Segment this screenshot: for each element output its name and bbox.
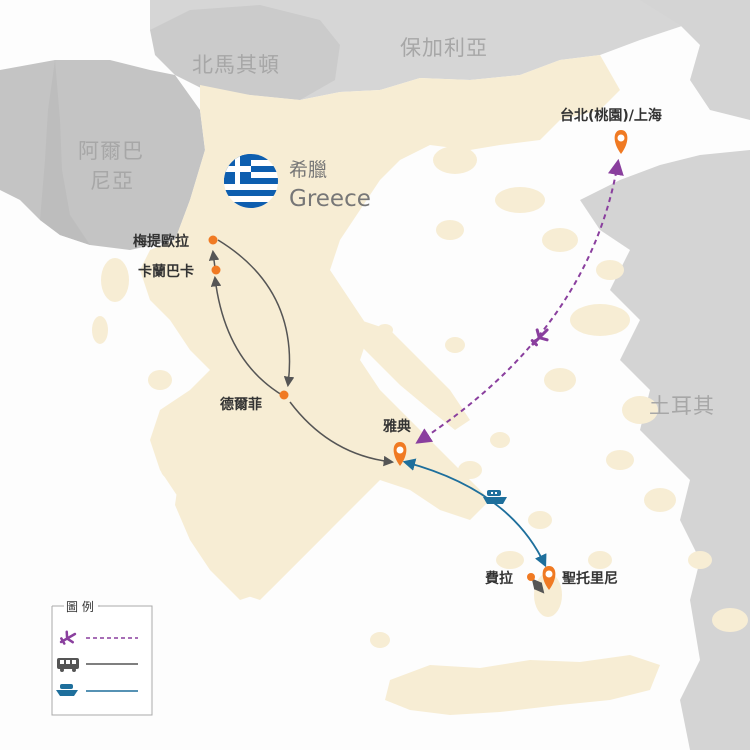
island xyxy=(712,608,748,632)
island xyxy=(688,551,712,569)
island xyxy=(436,220,464,240)
dot-delphi xyxy=(279,390,289,400)
pin-santorini xyxy=(542,566,556,590)
ferry-route-fira-santorini xyxy=(531,578,545,594)
label-bulgaria: 保加利亞 xyxy=(400,36,488,60)
legend-ship-icon xyxy=(56,684,78,696)
pin-taipei xyxy=(614,130,628,154)
bus-route-kalambaka-meteora xyxy=(208,249,220,269)
island xyxy=(370,632,390,648)
north-macedonia-land xyxy=(150,5,340,100)
turkey-north-strip xyxy=(640,0,750,120)
island xyxy=(588,551,612,569)
island xyxy=(606,450,634,470)
island xyxy=(490,432,510,448)
island xyxy=(148,370,172,390)
bus-icon xyxy=(57,658,79,672)
island xyxy=(495,187,545,213)
legend: 圖 例 xyxy=(50,600,153,716)
pin-athens xyxy=(393,442,407,466)
label-albania-2: 尼亞 xyxy=(90,169,134,193)
island xyxy=(377,324,393,336)
crete-island xyxy=(385,655,660,715)
island xyxy=(433,146,477,174)
label-delphi: 德爾菲 xyxy=(220,396,262,413)
dot-kalambaka xyxy=(211,265,221,275)
label-kalambaka: 卡蘭巴卡 xyxy=(138,263,194,280)
label-meteora: 梅提歐拉 xyxy=(133,233,189,250)
label-taipei-shanghai: 台北(桃園)/上海 xyxy=(560,107,662,124)
greece-flag-icon xyxy=(224,154,278,208)
island xyxy=(458,461,482,479)
island xyxy=(570,304,630,336)
label-north-macedonia: 北馬其頓 xyxy=(192,53,280,77)
flight-route-taipei-athens xyxy=(415,158,624,444)
legend-airplane-icon xyxy=(59,630,77,645)
albania-coast-strip xyxy=(40,60,90,245)
island xyxy=(496,551,524,569)
island xyxy=(528,511,552,529)
island xyxy=(544,368,576,392)
island xyxy=(596,260,624,280)
island xyxy=(445,337,465,353)
airplane-icon xyxy=(530,328,549,347)
label-santorini: 聖托里尼 xyxy=(562,570,618,587)
ship-icon xyxy=(483,490,507,504)
label-athens: 雅典 xyxy=(383,418,411,435)
bus-route-delphi-kalambaka xyxy=(210,275,283,396)
label-fira: 費拉 xyxy=(485,570,513,587)
island xyxy=(542,228,578,252)
island xyxy=(644,488,676,512)
island xyxy=(101,258,129,302)
label-albania-1: 阿爾巴 xyxy=(78,139,144,163)
bus-route-delphi-athens xyxy=(289,401,395,467)
peloponnese xyxy=(175,420,350,600)
legend-title: 圖 例 xyxy=(66,600,94,614)
island xyxy=(622,396,658,424)
island xyxy=(161,460,189,480)
dot-fira xyxy=(527,573,535,581)
label-greece-zh: 希臘 xyxy=(289,159,327,181)
label-greece-en: Greece xyxy=(289,186,371,212)
island xyxy=(92,316,108,344)
label-turkey: 土耳其 xyxy=(649,394,715,418)
bus-route-meteora-delphi xyxy=(217,239,295,388)
dot-meteora xyxy=(208,235,218,245)
